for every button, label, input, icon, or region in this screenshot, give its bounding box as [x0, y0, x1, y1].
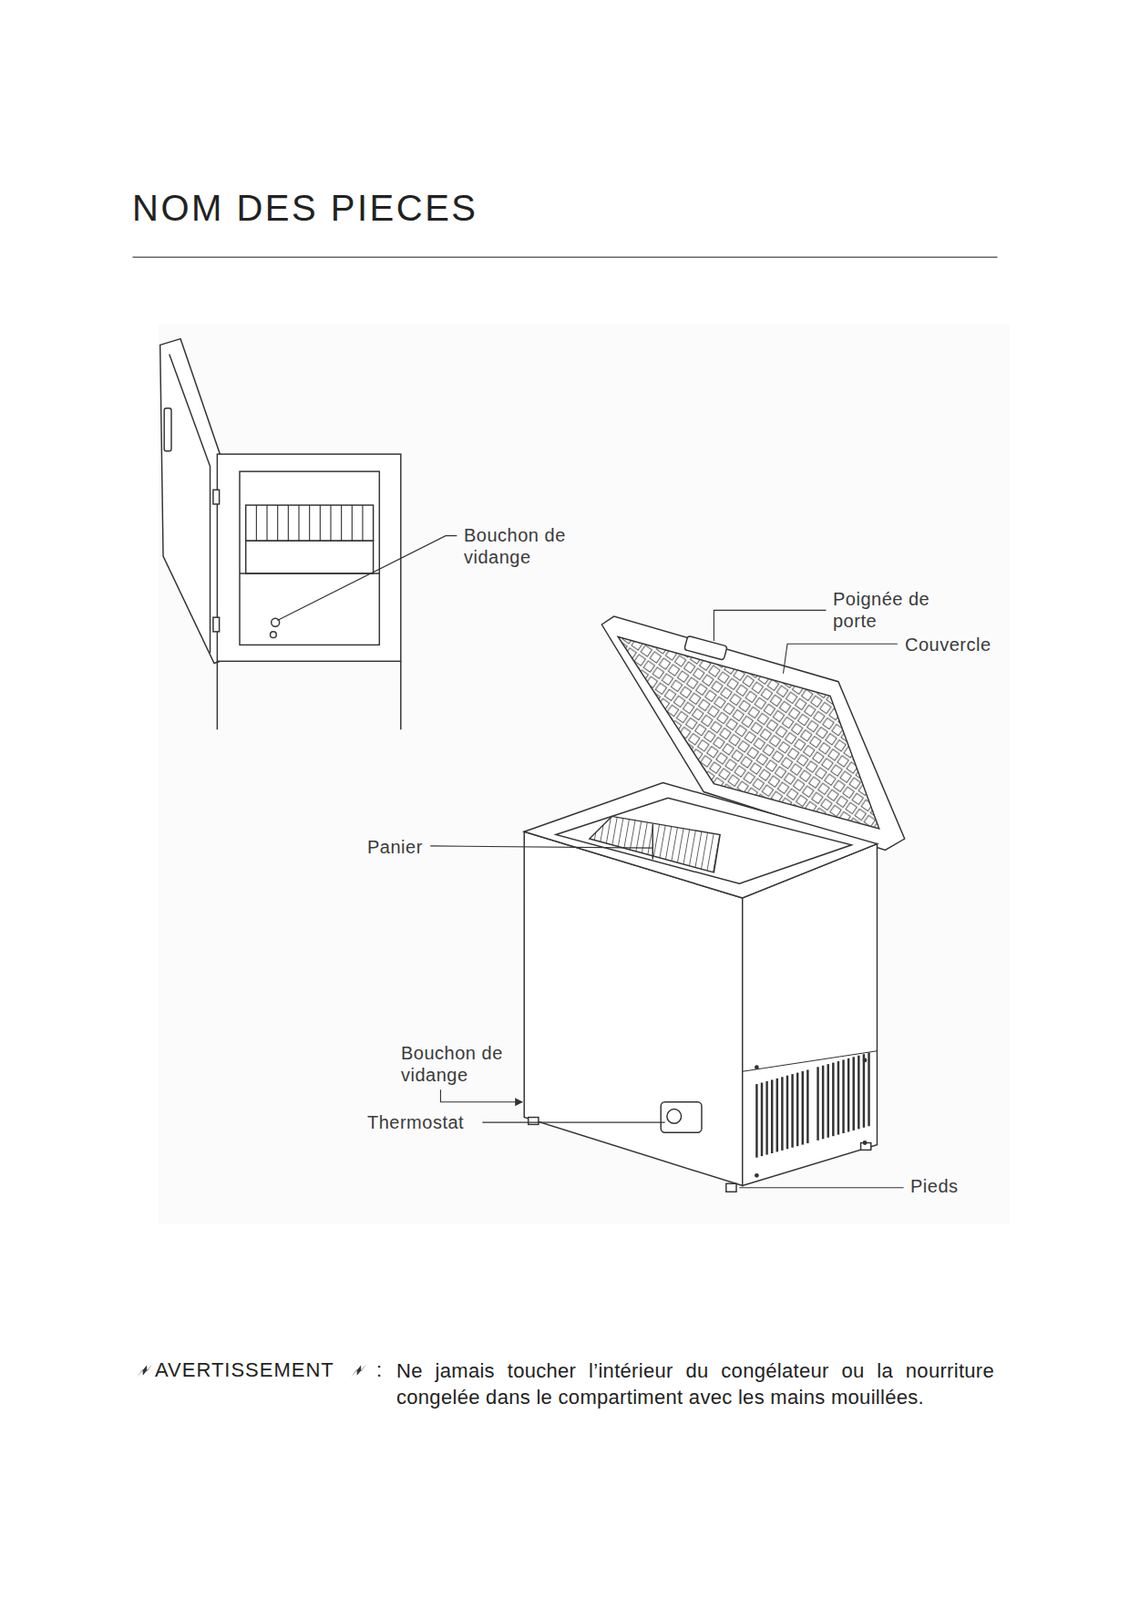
drawing-part	[755, 1083, 758, 1158]
warning-text: Ne jamais toucher l’intérieur du congéla…	[396, 1357, 995, 1410]
drawing-part	[239, 572, 380, 574]
drawing-part	[440, 1088, 523, 1101]
drawing-part	[862, 1053, 865, 1128]
drawing-part	[213, 489, 220, 504]
drawing-part	[256, 504, 363, 541]
drawing-part	[132, 256, 997, 258]
drawing-part	[555, 797, 853, 884]
part-label: Bouchon de vidange	[463, 523, 581, 568]
drawing-part	[266, 504, 268, 541]
page-title: NOM DES PIECES	[132, 189, 479, 226]
drawing-part	[786, 1075, 789, 1150]
drawing-part	[796, 1072, 799, 1147]
drawing-part	[136, 1362, 154, 1377]
drawing-part	[852, 1056, 854, 1130]
drawing-part	[528, 1117, 539, 1125]
drawing-part	[297, 504, 299, 541]
drawing-part	[760, 1082, 763, 1157]
drawing-part	[164, 408, 172, 452]
part-label: Thermostat	[367, 1110, 464, 1133]
drawing-part	[400, 660, 401, 730]
warning-heading: AVERTISSEMENT	[154, 1357, 335, 1382]
drawing-part	[726, 1182, 737, 1192]
drawing-part	[742, 843, 878, 1186]
chest-freezer	[523, 616, 904, 1192]
part-label: Panier	[367, 835, 423, 858]
drawing-part	[287, 504, 289, 541]
drawing-part	[816, 1066, 819, 1141]
drawing-part	[801, 1070, 804, 1145]
drawing-part	[776, 1078, 779, 1152]
inset-front-view	[160, 339, 401, 730]
drawing-part	[652, 823, 654, 859]
drawing-part	[857, 1055, 860, 1130]
drawing-part	[770, 1078, 773, 1153]
drawing-part	[340, 504, 342, 541]
drawing-part	[361, 504, 363, 541]
drawing-part	[213, 616, 220, 632]
drawing-part	[791, 1073, 793, 1148]
drawing-part	[308, 504, 310, 541]
leader-lines	[277, 535, 904, 1188]
drawing-part	[246, 540, 374, 574]
drawing-part	[239, 471, 380, 645]
drawing-part	[755, 1065, 759, 1069]
drawing-part	[756, 1052, 869, 1158]
drawing-part	[742, 1050, 878, 1071]
drawing-part	[842, 1058, 844, 1133]
drawing-part	[277, 535, 457, 621]
drawing-part	[739, 1186, 904, 1188]
drawing-part	[827, 1063, 830, 1138]
drawing-part	[160, 339, 221, 664]
drawing-part	[157, 324, 1009, 1224]
drawing-part	[169, 353, 211, 653]
drawing-part	[660, 1101, 702, 1133]
drawing-part	[277, 504, 278, 541]
drawing-part	[216, 453, 401, 661]
drawing-part	[837, 1060, 840, 1135]
part-label: Couvercle	[904, 633, 992, 656]
separator: :	[376, 1357, 383, 1382]
drawing-part	[806, 1068, 809, 1143]
drawing-part	[782, 643, 897, 673]
drawing-part	[821, 1065, 824, 1140]
drawing-part	[832, 1062, 834, 1137]
drawing-part	[684, 635, 728, 660]
drawing-part	[862, 1140, 866, 1144]
drawing-part	[667, 1109, 682, 1124]
drawing-part	[523, 781, 877, 897]
drawing-part	[256, 504, 257, 541]
drawing-part	[867, 1052, 870, 1127]
drawing-part	[351, 504, 353, 541]
drawing-part	[270, 631, 278, 638]
drawing-part	[350, 1362, 368, 1377]
drawing-part	[216, 660, 218, 730]
drawing-part	[329, 504, 331, 541]
drawing-part	[482, 1121, 665, 1123]
drawing-part	[847, 1058, 850, 1132]
part-label: Pieds	[910, 1174, 959, 1197]
part-label: Poignée de porte	[832, 587, 954, 632]
drawing-part	[246, 504, 374, 541]
drawing-part	[319, 504, 321, 541]
drawing-part	[430, 845, 653, 848]
drawing-part	[765, 1080, 768, 1155]
drawing-part	[713, 609, 826, 641]
drawing-part	[755, 1173, 759, 1177]
drawing-part	[589, 815, 720, 873]
part-label: Bouchon de vidange	[400, 1041, 518, 1086]
drawing-part	[780, 1076, 783, 1151]
